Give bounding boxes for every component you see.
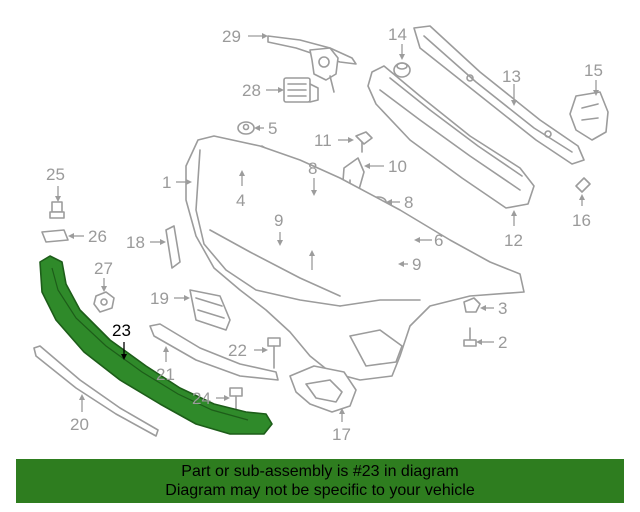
callout-27: 27 bbox=[94, 259, 113, 278]
callout-9: 9 bbox=[274, 211, 283, 230]
callout-23-highlighted: 23 bbox=[112, 321, 131, 340]
callout-26: 26 bbox=[88, 227, 107, 246]
part-3-nut bbox=[463, 297, 481, 313]
part-22-clip bbox=[267, 337, 281, 369]
part-21-strip bbox=[149, 323, 279, 381]
part-14-clip bbox=[393, 62, 411, 78]
callout-21: 21 bbox=[156, 365, 175, 384]
callout-4: 4 bbox=[236, 191, 245, 210]
callout-20: 20 bbox=[70, 415, 89, 434]
callout-9b: 9 bbox=[412, 255, 421, 274]
callout-25: 25 bbox=[46, 165, 65, 184]
callout-17: 17 bbox=[332, 425, 351, 444]
part-16-bolt bbox=[575, 177, 591, 193]
callout-1: 1 bbox=[162, 173, 171, 192]
callout-14: 14 bbox=[388, 25, 407, 44]
callout-10: 10 bbox=[388, 157, 407, 176]
part-27-nut bbox=[93, 291, 115, 313]
part-25-bolt bbox=[49, 201, 65, 219]
callout-11: 11 bbox=[314, 131, 332, 150]
callout-16: 16 bbox=[572, 211, 591, 230]
part-26-clip bbox=[41, 229, 69, 243]
part-17-bezel bbox=[289, 365, 357, 413]
banner-line-1: Part or sub-assembly is #23 in diagram bbox=[181, 463, 459, 480]
info-banner: Part or sub-assembly is #23 in diagram D… bbox=[16, 459, 624, 503]
part-28-connector bbox=[283, 77, 319, 103]
part-15-bracket bbox=[569, 91, 609, 141]
callout-8b: 8 bbox=[404, 193, 413, 212]
callout-12: 12 bbox=[504, 231, 523, 250]
leader-lines bbox=[55, 33, 599, 422]
part-20-molding bbox=[33, 345, 159, 437]
callout-22: 22 bbox=[228, 341, 247, 360]
exploded-parts-diagram: 29 14 13 15 28 5 11 10 1 8 4 16 8 9 12 2… bbox=[33, 25, 609, 444]
callout-18: 18 bbox=[126, 233, 145, 252]
banner-line-2: Diagram may not be specific to your vehi… bbox=[165, 482, 475, 499]
part-11-clip bbox=[355, 131, 373, 153]
part-12-absorber bbox=[367, 65, 535, 209]
callout-13: 13 bbox=[502, 67, 521, 86]
part-5-nut bbox=[237, 121, 255, 135]
callout-19: 19 bbox=[150, 289, 169, 308]
callout-24: 24 bbox=[192, 389, 211, 408]
callout-29: 29 bbox=[222, 27, 241, 46]
part-1-bumper-cover bbox=[185, 135, 525, 381]
callout-6: 6 bbox=[434, 231, 443, 250]
callout-15: 15 bbox=[584, 61, 603, 80]
callout-2: 2 bbox=[498, 333, 507, 352]
part-19-bracket bbox=[189, 289, 231, 331]
callout-3: 3 bbox=[498, 299, 507, 318]
part-13-reinforcement bbox=[413, 25, 585, 165]
callout-labels: 29 14 13 15 28 5 11 10 1 8 4 16 8 9 12 2… bbox=[46, 25, 603, 444]
callout-28: 28 bbox=[242, 81, 261, 100]
part-29-bracket bbox=[267, 35, 357, 93]
part-2-bolt bbox=[463, 327, 477, 347]
callout-8: 8 bbox=[308, 159, 317, 178]
callout-5: 5 bbox=[268, 119, 277, 138]
part-18-reflector bbox=[165, 225, 181, 269]
